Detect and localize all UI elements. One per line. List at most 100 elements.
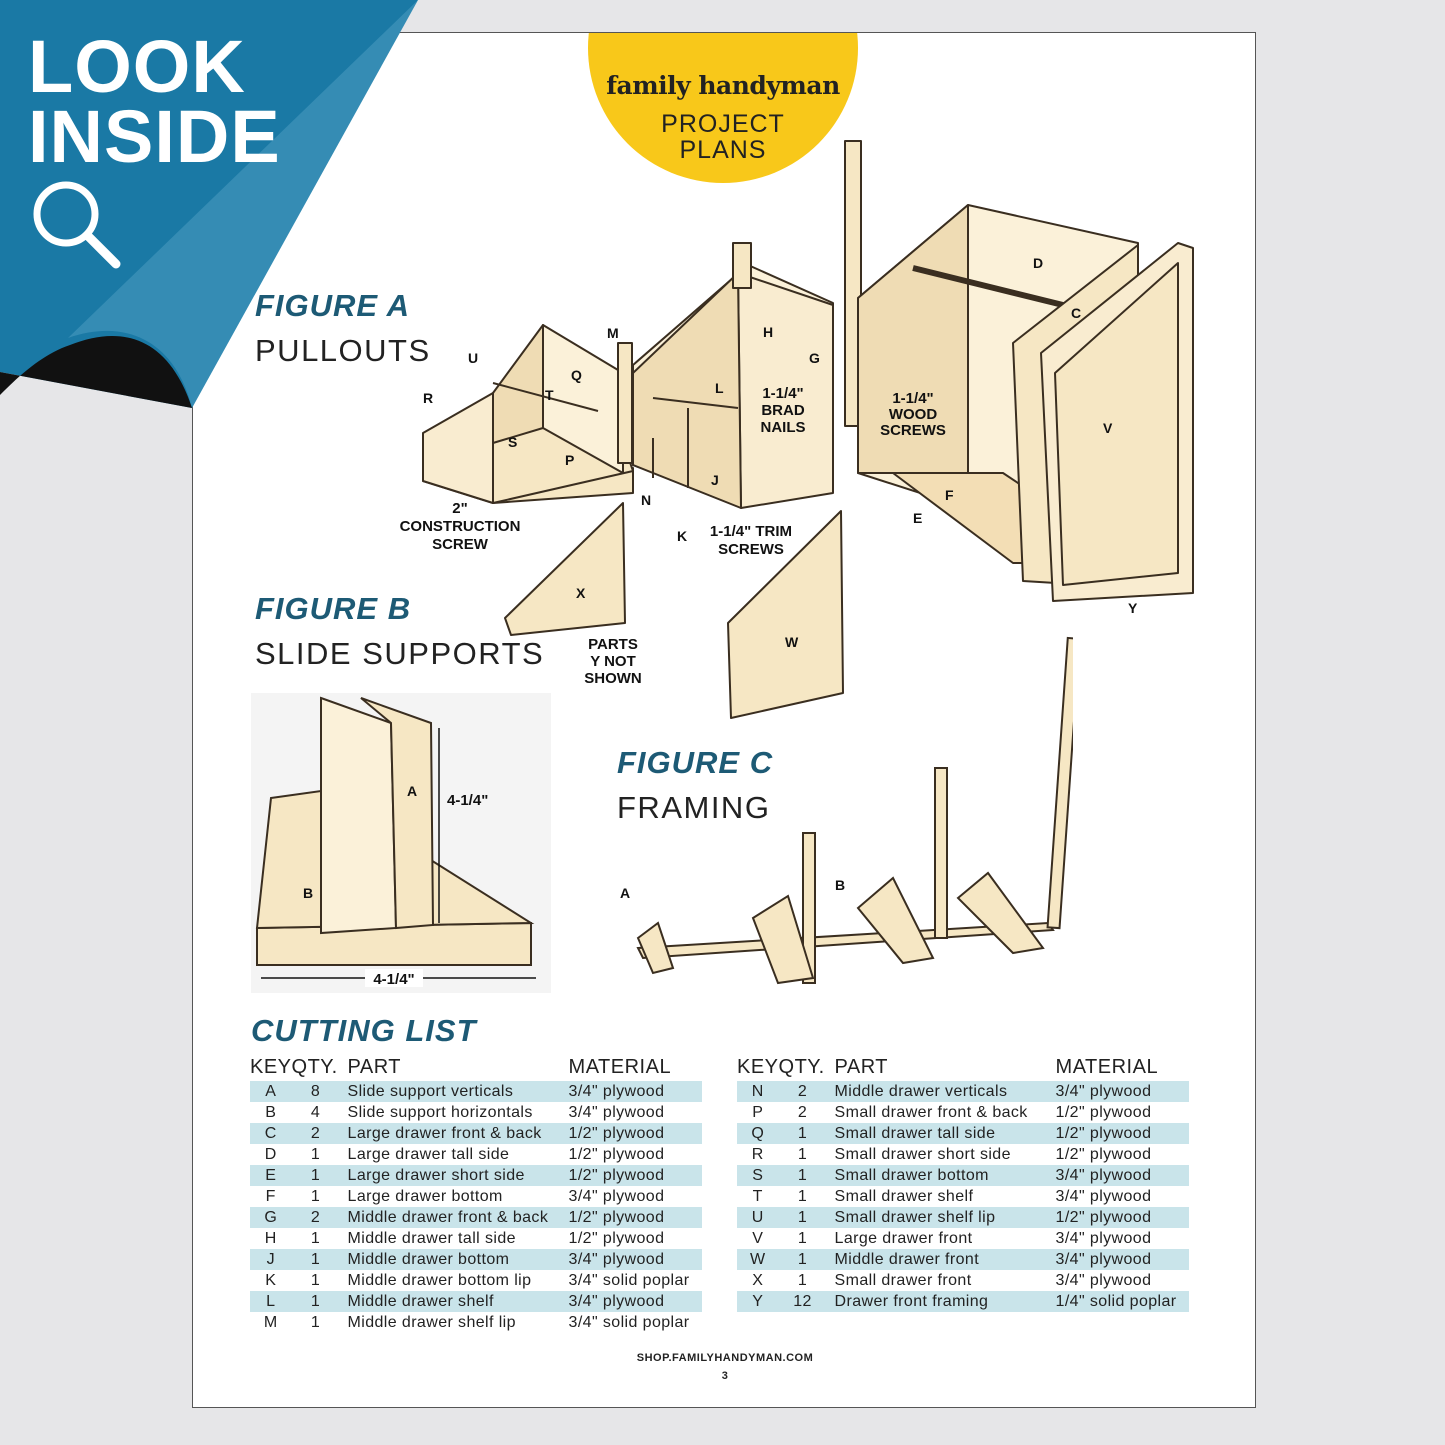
- badge-line1: PROJECT: [661, 110, 785, 138]
- svg-text:Y: Y: [1128, 600, 1138, 616]
- cell-key: F: [265, 1187, 276, 1205]
- cell-part: Large drawer short side: [347, 1165, 569, 1186]
- look-inside-line2: INSIDE: [28, 95, 281, 178]
- cell-material: 3/4" solid poplar: [568, 1313, 690, 1331]
- cell-part: Small drawer tall side: [834, 1123, 1056, 1144]
- cell-qty: 1: [291, 1291, 348, 1312]
- cell-material: 1/2" plywood: [568, 1207, 702, 1228]
- cell-key: P: [752, 1103, 764, 1121]
- svg-text:1-1/4": 1-1/4": [762, 385, 803, 402]
- svg-text:P: P: [565, 452, 574, 468]
- cell-material: 1/2" plywood: [1055, 1207, 1189, 1228]
- dim-height: 4-1/4": [447, 792, 488, 809]
- cell-material: 1/2" plywood: [568, 1229, 665, 1247]
- cell-material: 1/2" plywood: [568, 1123, 702, 1144]
- cell-material: 1/2" plywood: [1055, 1145, 1152, 1163]
- cell-key: N: [737, 1081, 779, 1102]
- cell-key: W: [737, 1249, 779, 1270]
- cell-qty: 1: [310, 1229, 321, 1247]
- cell-qty: 1: [797, 1187, 808, 1205]
- cell-material: 3/4" plywood: [568, 1103, 665, 1121]
- cell-qty: 1: [797, 1145, 808, 1163]
- svg-text:W: W: [785, 634, 799, 650]
- cell-part: Middle drawer shelf lip: [347, 1313, 516, 1331]
- svg-text:B: B: [303, 885, 313, 901]
- svg-text:T: T: [545, 387, 554, 403]
- svg-text:E: E: [913, 510, 922, 526]
- cell-qty: 1: [778, 1249, 835, 1270]
- figure-c-illustration: A B: [620, 636, 1073, 985]
- figure-c-title: FIGURE C: [617, 745, 774, 780]
- cell-qty: 2: [291, 1123, 348, 1144]
- cell-part: Slide support verticals: [347, 1081, 569, 1102]
- col-qty: QTY.: [291, 1056, 338, 1078]
- cell-qty: 1: [310, 1145, 321, 1163]
- cell-qty: 2: [778, 1081, 835, 1102]
- cell-material: 3/4" plywood: [1055, 1187, 1152, 1205]
- svg-text:K: K: [677, 528, 687, 544]
- cell-qty: 8: [291, 1081, 348, 1102]
- cutting-list-title: CUTTING LIST: [251, 1013, 477, 1048]
- svg-text:X: X: [576, 585, 586, 601]
- svg-text:R: R: [423, 390, 433, 406]
- cell-part: Large drawer front & back: [347, 1123, 569, 1144]
- cell-key: S: [737, 1165, 779, 1186]
- cell-key: C: [250, 1123, 292, 1144]
- svg-text:V: V: [1103, 420, 1113, 436]
- cell-part: Middle drawer shelf: [347, 1291, 569, 1312]
- svg-text:J: J: [711, 472, 719, 488]
- cell-material: 1/2" plywood: [1055, 1123, 1189, 1144]
- figure-c-subtitle: FRAMING: [617, 790, 771, 825]
- dim-width: 4-1/4": [373, 971, 414, 988]
- cell-key: J: [250, 1249, 292, 1270]
- cell-qty: 1: [310, 1187, 321, 1205]
- cell-part: Middle drawer verticals: [834, 1081, 1056, 1102]
- svg-text:L: L: [715, 380, 724, 396]
- cell-part: Middle drawer tall side: [347, 1229, 516, 1247]
- svg-text:PARTS: PARTS: [588, 636, 638, 653]
- cell-key: B: [265, 1103, 277, 1121]
- svg-text:SCREWS: SCREWS: [880, 422, 946, 439]
- svg-text:NAILS: NAILS: [761, 419, 806, 436]
- figure-b-title: FIGURE B: [255, 591, 412, 626]
- look-inside-corner[interactable]: [0, 0, 430, 430]
- cell-material: 3/4" plywood: [1055, 1229, 1152, 1247]
- page-number: 3: [721, 1370, 729, 1382]
- svg-text:G: G: [809, 350, 820, 366]
- col-material: MATERIAL: [568, 1056, 672, 1078]
- svg-text:H: H: [763, 324, 773, 340]
- cell-qty: 1: [291, 1249, 348, 1270]
- col-part: PART: [347, 1056, 402, 1078]
- project-plans-badge: family handyman PROJECT PLANS: [588, 33, 858, 183]
- cell-qty: 1: [310, 1313, 321, 1331]
- magnifier-icon: [33, 181, 121, 269]
- cell-material: 1/2" plywood: [568, 1145, 665, 1163]
- col-part: PART: [834, 1056, 889, 1078]
- cell-key: E: [250, 1165, 292, 1186]
- footer-url[interactable]: SHOP.FAMILYHANDYMAN.COM: [636, 1352, 814, 1364]
- cell-material: 3/4" plywood: [1055, 1165, 1189, 1186]
- svg-text:S: S: [508, 434, 517, 450]
- svg-text:1-1/4" TRIM: 1-1/4" TRIM: [710, 523, 792, 540]
- cell-qty: 1: [778, 1123, 835, 1144]
- svg-text:2": 2": [452, 500, 467, 517]
- cell-material: 3/4" plywood: [568, 1291, 702, 1312]
- look-inside-line1: LOOK: [28, 25, 246, 108]
- cell-material: 1/2" plywood: [1055, 1103, 1152, 1121]
- svg-text:Q: Q: [571, 367, 582, 383]
- figure-a-illustration: U R T Q S P M H G L N J K D C V F E Y X …: [400, 140, 1194, 719]
- cell-material: 3/4" plywood: [1055, 1249, 1189, 1270]
